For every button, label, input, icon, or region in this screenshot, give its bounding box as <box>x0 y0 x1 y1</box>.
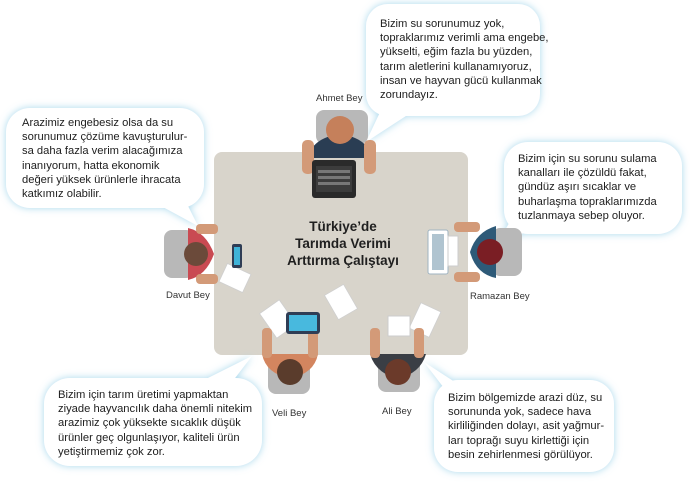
ramazan-speech: Bizim için su sorunu sulama kanalları il… <box>518 153 657 222</box>
bubble-ahmet <box>366 4 540 142</box>
bubble-veli <box>44 356 262 466</box>
davut-name: Davut Bey <box>166 290 210 301</box>
person-ali <box>370 315 426 392</box>
person-veli <box>262 312 320 394</box>
person-ahmet <box>302 110 376 198</box>
bubble-davut <box>6 108 204 226</box>
ramazan-name: Ramazan Bey <box>470 291 530 302</box>
bubble-ali <box>424 362 614 472</box>
person-davut <box>164 224 242 284</box>
ali-name: Ali Bey <box>382 406 412 417</box>
veli-name: Veli Bey <box>272 408 307 419</box>
veli-speech: Bizim için tarım üretimi yapmaktan ziyad… <box>58 389 253 458</box>
davut-speech: Arazimiz engebesiz olsa da su sorunumuz … <box>22 117 188 201</box>
ahmet-name: Ahmet Bey <box>316 93 363 104</box>
ali-speech: Bizim bölgemizde arazi düz, su sorununda… <box>448 392 605 461</box>
ahmet-speech: Bizim su sorunumuz yok, topraklarımız ve… <box>380 18 549 102</box>
person-ramazan <box>427 222 522 282</box>
workshop-title: Türkiye’de Tarımda Verimi Arttırma Çalış… <box>287 219 399 268</box>
